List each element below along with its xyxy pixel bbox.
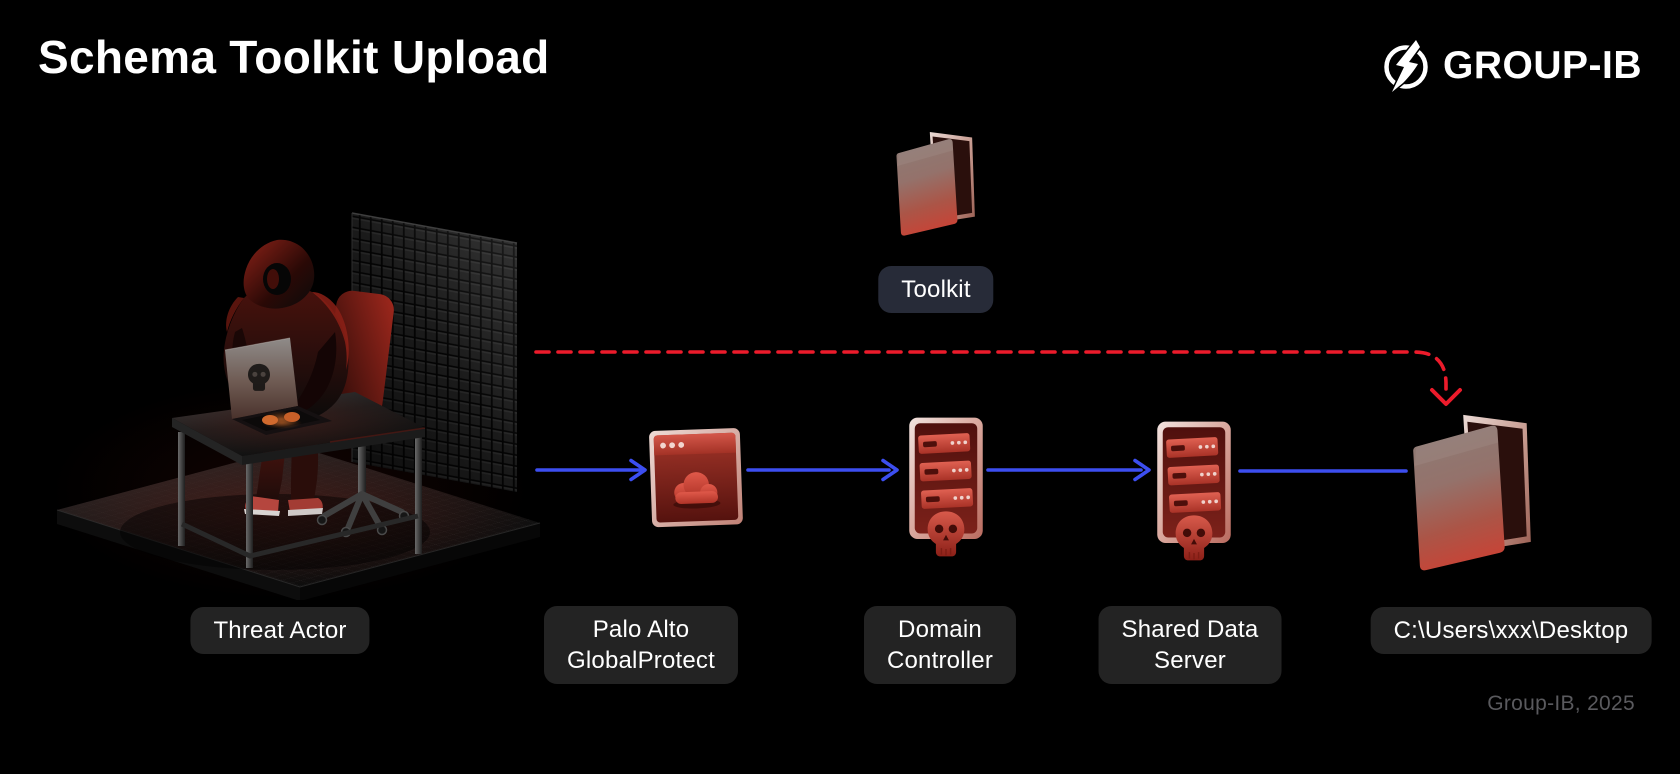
domain-controller-label: Domain Controller: [863, 606, 1017, 684]
hacker-scene-illustration: [50, 212, 541, 600]
page-title: Schema Toolkit Upload: [38, 31, 550, 83]
group-ib-emblem-icon: [1384, 40, 1428, 92]
red-exfil-dashed-arrow: [534, 350, 1462, 406]
browser-cloud-icon: [648, 427, 744, 528]
threat-actor-label: Threat Actor: [190, 607, 370, 654]
brand-wordmark: GROUP-IB: [1443, 44, 1642, 87]
hacker-hands: [262, 411, 300, 427]
domain-controller-server-icon: [908, 416, 984, 558]
brand-logo: GROUP-IB: [1382, 40, 1642, 92]
footer-credit: Group-IB, 2025: [1487, 692, 1635, 715]
desktop-folder-icon: [1413, 414, 1531, 571]
desktop-path-label: C:\Users\xxx\Desktop: [1370, 607, 1652, 654]
palo-alto-globalprotect-label: Palo Alto GlobalProtect: [543, 606, 739, 684]
toolkit-folder-icon: [896, 131, 975, 236]
skull-sticker-icon: [248, 363, 270, 391]
toolkit-label: Toolkit: [878, 266, 994, 313]
shared-data-server-icon: [1156, 420, 1232, 562]
shared-data-server-label: Shared Data Server: [1098, 606, 1282, 684]
